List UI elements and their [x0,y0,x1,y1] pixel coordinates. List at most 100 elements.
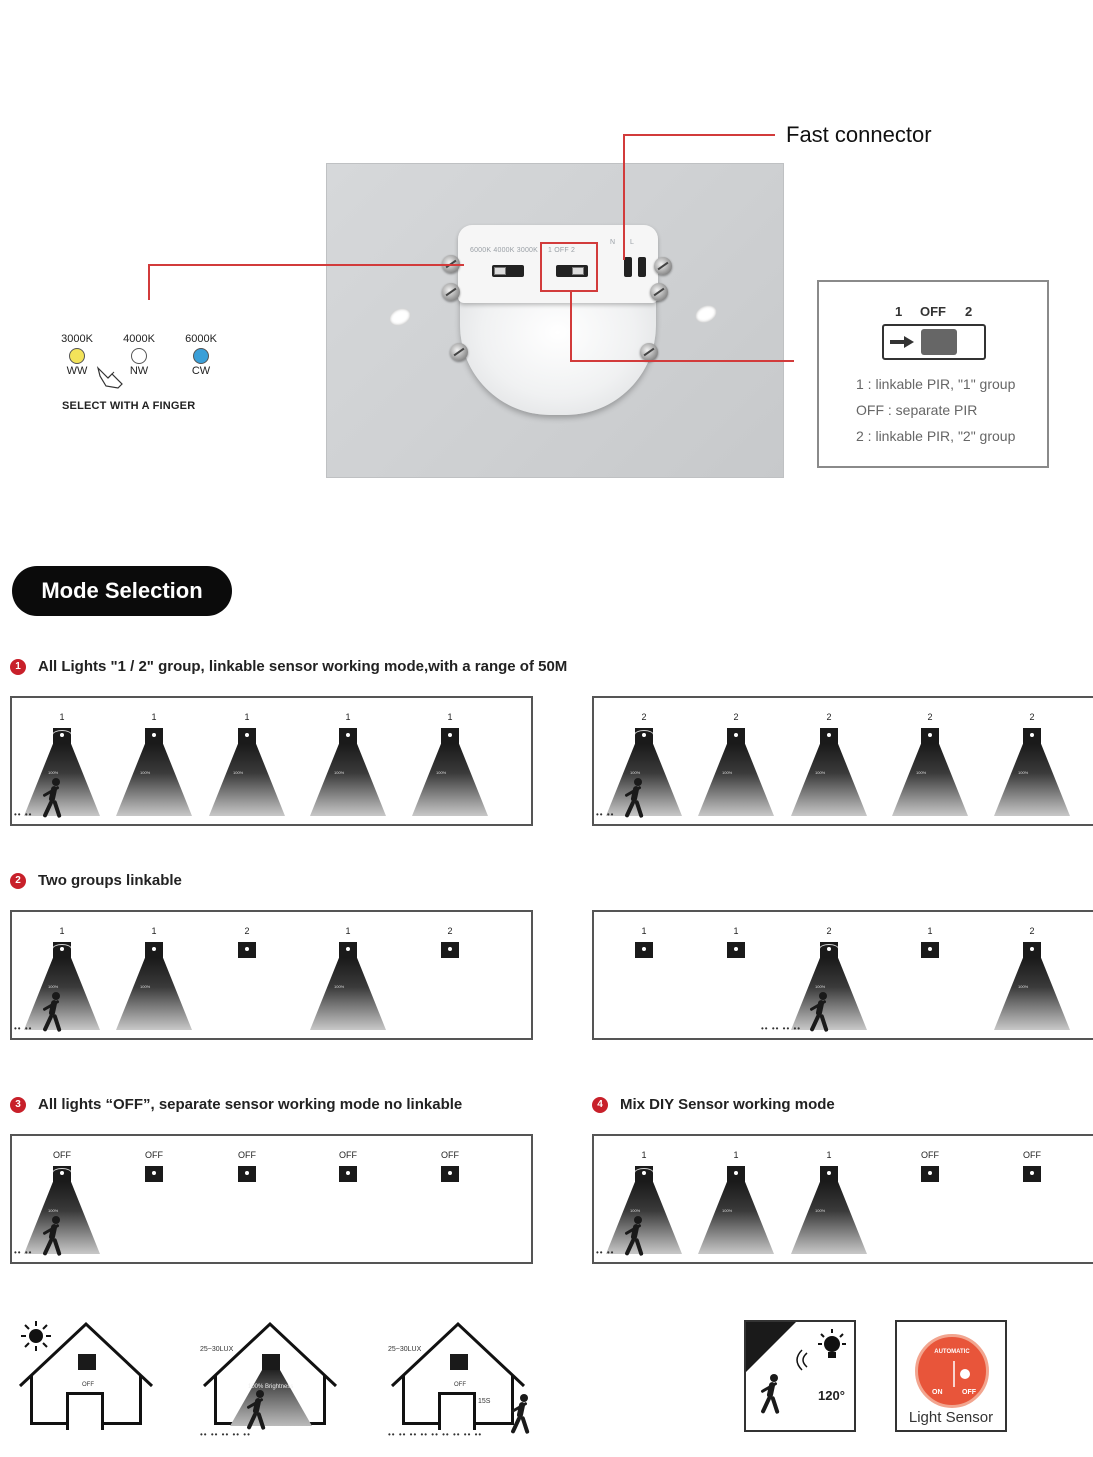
lamp-unit: 1 100% [114,926,194,1036]
terminal-n-label: N [610,239,616,246]
footsteps-icon: •• •• •• •• •• •• •• •• •• [388,1430,483,1439]
ct-dot-neutral [131,348,147,364]
lamp-icon [78,1354,96,1370]
mounting-hole [692,302,720,326]
brightness-pct: 100% [1018,770,1029,775]
lamp-icon [727,1166,745,1182]
screw-icon [640,343,658,361]
lamp-group-label: 2 [733,712,739,722]
timer-label: 15S [478,1398,491,1405]
sensor-waves-icon [819,944,839,954]
house-night-motion: 100% Brightness •• •• •• •• •• [200,1320,340,1440]
lamp-group-label: OFF [441,1150,459,1160]
lamp-icon [238,942,256,958]
house-day-off: OFF [16,1320,156,1440]
brightness-pct: 100% [630,770,641,775]
lamp-unit: 2 100% [789,926,869,1036]
lamp-unit: 1 100% [22,712,102,822]
light-beam [209,744,285,816]
brightness-pct: 100% [815,770,826,775]
terminal-l [638,257,646,277]
brightness-pct: 100% [436,770,447,775]
sensor-waves-icon [52,944,72,954]
callout-line [623,134,775,136]
lamp-icon [727,942,745,958]
brightness-pct: 100% [334,984,345,989]
footsteps-icon: •• •• [596,1248,615,1257]
lamp-icon [441,728,459,744]
lamp-group-label: 2 [244,926,250,936]
terminal-l-label: L [630,239,635,246]
lamp-icon [1023,728,1041,744]
lamp-group-label: 2 [826,712,832,722]
callout-line [148,264,150,300]
switch-desc: 1 : linkable PIR, "1" group [856,376,1016,392]
brightness-label: 100% Brightness [248,1384,294,1390]
callout-line [148,264,464,266]
lamp-group-label: 1 [151,926,157,936]
select-with-finger-text: SELECT WITH A FINGER [62,400,196,412]
section-3-heading: 3 All lights “OFF”, separate sensor work… [10,1096,462,1113]
brightness-pct: 100% [233,770,244,775]
lux-label: 25~30LUX [388,1346,422,1353]
lamp-group-label: 1 [927,926,933,936]
footsteps-icon: •• •• [14,810,33,819]
screw-icon [442,283,460,301]
brightness-pct: 100% [916,770,927,775]
brightness-pct: 100% [630,1208,641,1213]
house-night-timer: OFF 15S •• •• •• •• •• •• •• •• •• [388,1320,530,1440]
brightness-pct: 100% [722,770,733,775]
lamp-unit: OFF [207,1150,287,1260]
ct-code: WW [66,365,88,377]
footsteps-icon: •• •• •• •• •• [200,1430,251,1439]
lamp-icon [635,942,653,958]
sensor-waves-icon [634,1168,654,1178]
walking-person-icon [754,1374,784,1415]
section-title: All lights “OFF”, separate sensor workin… [38,1096,463,1113]
sensor-waves-icon [52,1168,72,1178]
lamp-group-label: 1 [59,712,65,722]
walking-person-icon [803,992,833,1033]
brightness-pct: 100% [815,984,826,989]
section-4-heading: 4 Mix DIY Sensor working mode [592,1096,835,1113]
signal-waves-icon [796,1349,808,1371]
screw-icon [650,283,668,301]
lamp-group-label: 2 [826,926,832,936]
light-sensor-icon: AUTOMATIC ON OFF Light Sensor [895,1320,1007,1432]
auto-onoff-icon: AUTOMATIC ON OFF [915,1334,989,1408]
section-number: 4 [592,1096,608,1113]
lux-label: 25~30LUX [200,1346,234,1353]
section-title: All Lights "1 / 2" group, linkable senso… [38,658,568,675]
lamp-unit: 2 [207,926,287,1036]
terminal-n [624,257,632,277]
on-label: ON [932,1389,943,1396]
ct-code: CW [191,365,211,377]
footsteps-icon: •• •• •• •• [761,1024,802,1033]
mounting-hole [386,305,414,329]
lamp-group-label: OFF [145,1150,163,1160]
lamp-group-label: OFF [53,1150,71,1160]
ct-code: NW [129,365,149,377]
ct-kelvin: 3000K [61,333,93,345]
lamp-group-label: 2 [1029,926,1035,936]
brightness-pct: 100% [140,984,151,989]
section-number: 2 [10,872,26,889]
walking-person-icon [618,778,648,819]
mode-switch[interactable] [556,265,588,277]
sun-icon [21,1321,51,1351]
screw-icon [450,343,468,361]
switch-slider [921,329,957,355]
switch-explanation-box: 1 OFF 2 1 : linkable PIR, "1" group OFF … [817,280,1049,468]
brightness-pct: 100% [48,770,59,775]
walking-person-icon [240,1390,270,1431]
color-temp-switch[interactable] [492,265,524,277]
ct-kelvin: 6000K [185,333,217,345]
lamp-icon [727,728,745,744]
